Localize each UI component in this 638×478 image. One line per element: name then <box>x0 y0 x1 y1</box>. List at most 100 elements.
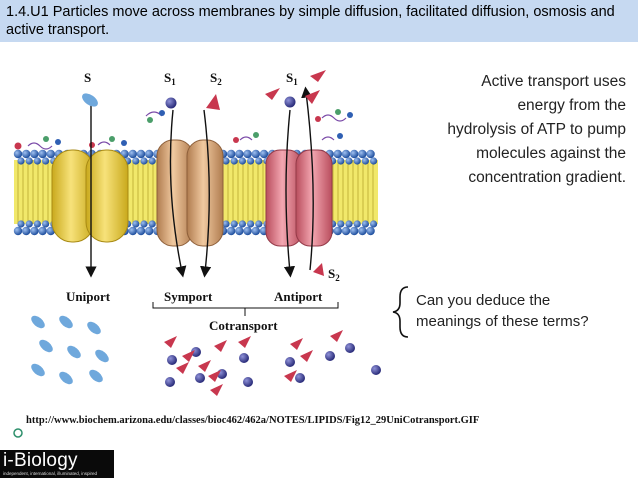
s1-molecule <box>195 373 205 383</box>
s1-molecule <box>284 96 296 108</box>
lipid-head <box>251 226 260 236</box>
lipid-head <box>132 157 140 165</box>
s1-molecule <box>371 365 381 375</box>
lipid-head <box>361 220 369 228</box>
lipid-head <box>247 220 255 228</box>
lipid-head <box>247 157 255 165</box>
lipid-head <box>358 149 367 159</box>
lipid-head <box>42 220 50 228</box>
s2-molecule <box>210 384 223 396</box>
active-transport-note: Active transport uses energy from the hy… <box>410 70 626 190</box>
lipid-head <box>13 226 23 236</box>
s2-molecule <box>238 336 251 348</box>
s-molecule <box>59 371 73 385</box>
lipid-head <box>145 226 154 236</box>
lipid-head <box>255 157 263 165</box>
s2-molecule <box>330 330 343 342</box>
source-url: http://www.biochem.arizona.edu/classes/b… <box>26 415 480 426</box>
lipid-head <box>17 157 25 165</box>
note-line: energy from the <box>517 97 626 114</box>
lipid-head <box>33 157 42 165</box>
antiport-protein <box>265 149 333 247</box>
s2-molecule <box>305 90 320 104</box>
s2-molecule <box>182 350 195 362</box>
lipid-head <box>38 149 47 159</box>
lipid-head <box>345 220 353 228</box>
lipid-head <box>341 149 351 159</box>
lipid-head <box>243 149 252 159</box>
s2-molecule <box>206 94 220 110</box>
label-cotransport: Cotransport <box>209 318 278 333</box>
lipid-head <box>370 220 378 228</box>
lipid-head <box>140 157 148 165</box>
label-s: S <box>84 70 92 85</box>
question-line: meanings of these terms? <box>416 313 589 330</box>
s1-molecule <box>191 347 201 357</box>
lipid-head <box>132 220 140 228</box>
s-molecule <box>87 321 101 335</box>
s2-molecule <box>265 88 280 100</box>
lipid-head <box>136 226 146 236</box>
lipid-head <box>333 226 342 236</box>
label-s2-antiport: S2 <box>328 266 340 283</box>
s-molecule <box>82 93 98 107</box>
s-molecule <box>95 349 109 363</box>
logo-tagline: independent, international, illuminated,… <box>3 471 98 476</box>
label-s1-antiport: S1 <box>286 70 298 87</box>
s1-molecule <box>165 377 175 387</box>
note-line: molecules against the <box>476 145 626 162</box>
label-symport: Symport <box>164 289 213 304</box>
lipid-head <box>350 149 359 159</box>
lipid-head <box>238 220 246 228</box>
scattered-molecules <box>31 315 381 396</box>
s1-molecule <box>325 351 335 361</box>
lipid-head <box>136 149 146 159</box>
lipid-head <box>227 226 236 236</box>
lipid-head <box>259 149 269 159</box>
s-molecule <box>31 315 45 329</box>
s1-molecule <box>345 343 355 353</box>
s2-molecule <box>310 70 326 82</box>
lipid-head <box>140 220 148 228</box>
lipid-head <box>30 226 39 236</box>
label-s1-symport: S1 <box>164 70 176 87</box>
note-line: hydrolysis of ATP to pump <box>447 121 626 138</box>
lipid-head <box>341 226 351 236</box>
s2-molecule <box>176 362 189 374</box>
lipid-head <box>33 220 42 228</box>
label-antiport: Antiport <box>274 289 323 304</box>
logo-name: i-Biology <box>3 450 78 471</box>
note-line: concentration gradient. <box>468 169 626 186</box>
lipid-head <box>366 149 375 159</box>
lipid-head <box>345 157 353 165</box>
lipid-head <box>222 220 230 228</box>
s1-molecule <box>243 377 253 387</box>
slide-title: 1.4.U1 Particles move across membranes b… <box>6 4 615 38</box>
lipid-head <box>238 157 246 165</box>
cotransport-bracket <box>152 302 339 316</box>
lipid-head <box>353 220 361 228</box>
s1-molecule <box>167 355 177 365</box>
lipid-head <box>235 149 244 159</box>
s2-molecule <box>284 370 297 382</box>
lipid-head <box>22 226 31 236</box>
s-molecule <box>67 345 81 359</box>
lipid-head <box>230 157 238 165</box>
antiport-arrow-s2 <box>301 86 314 271</box>
header-banner: 1.4.U1 Particles move across membranes b… <box>0 0 638 42</box>
s2-molecule <box>214 340 227 352</box>
lipid-head <box>251 149 260 159</box>
lipid-head <box>46 149 55 159</box>
lipid-head <box>38 226 47 236</box>
lipid-head <box>255 220 263 228</box>
lipid-head <box>366 226 375 236</box>
lipid-head <box>145 149 154 159</box>
lipid-head <box>25 157 33 165</box>
s1-molecule <box>165 97 177 109</box>
s-molecule <box>31 363 45 377</box>
lipid-head <box>17 220 25 228</box>
s2-molecule <box>198 360 211 372</box>
lipid-head <box>230 220 238 228</box>
lipid-head <box>148 157 156 165</box>
